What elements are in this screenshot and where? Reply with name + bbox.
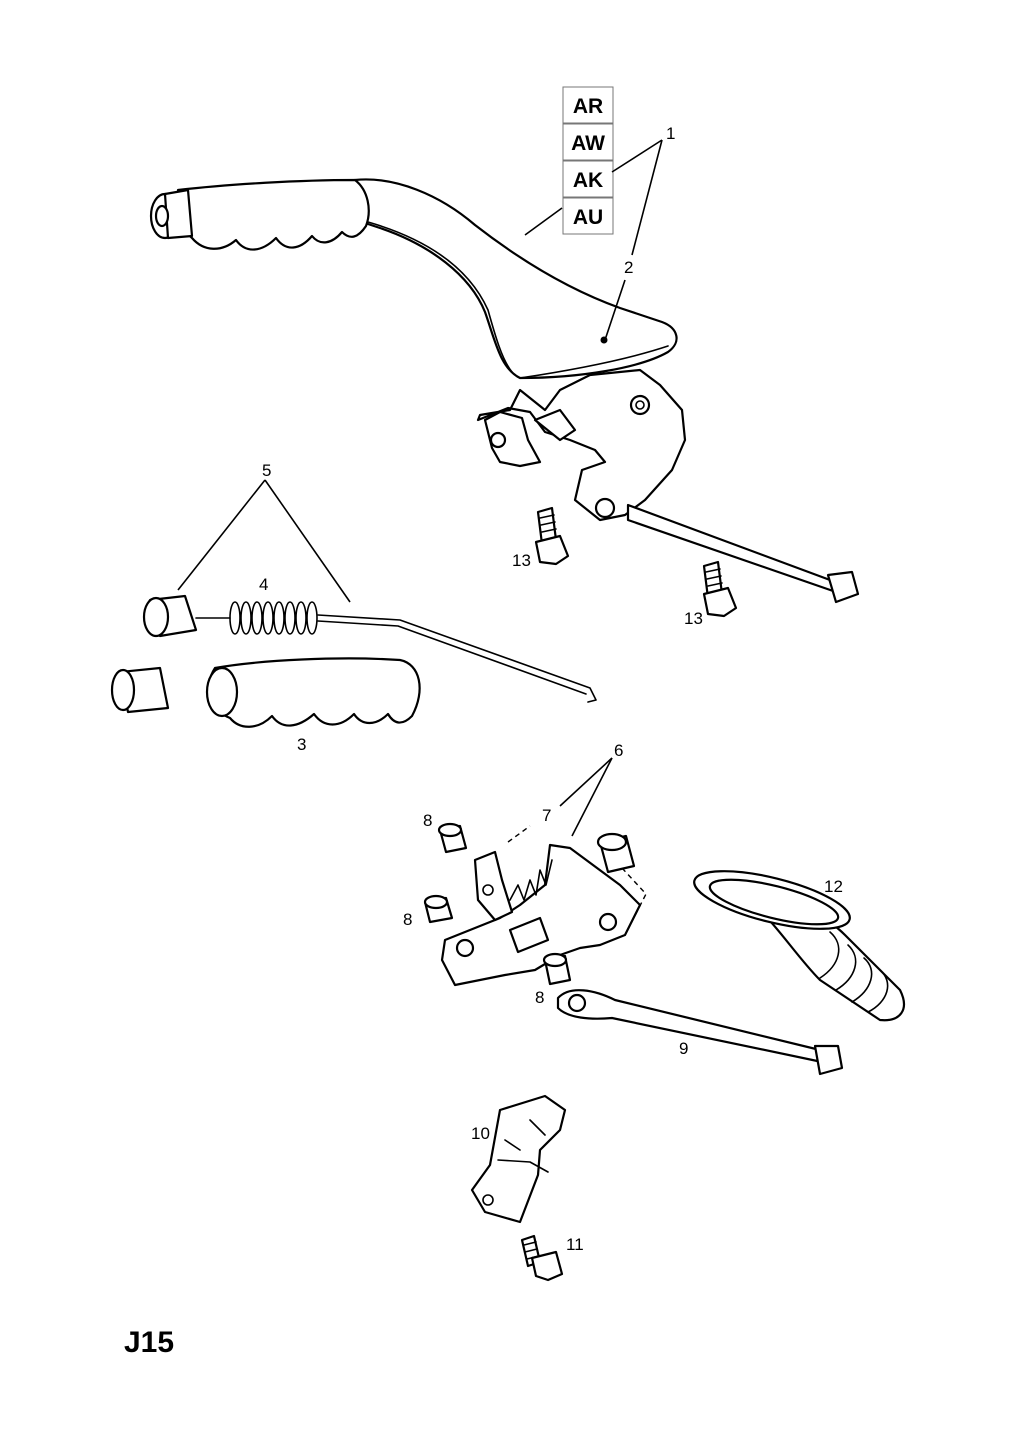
callout-8-mid: 8	[403, 910, 412, 929]
brake-cable-rod-upper-end	[826, 570, 860, 604]
release-rod	[317, 614, 597, 703]
retainer-bracket-hole	[482, 1194, 494, 1206]
bracket-bolt-hole-upper	[629, 394, 651, 416]
callout-10: 10	[471, 1124, 490, 1143]
link-rod-part-9	[556, 989, 844, 1076]
bushing-8-right	[596, 832, 636, 874]
boot-flange-inner	[708, 878, 840, 926]
bracket-hole-b	[598, 912, 618, 932]
callout-12: 12	[824, 877, 843, 896]
release-button-cap-face	[142, 596, 170, 638]
bolt-13-upper-thread	[539, 514, 557, 533]
bushing-8-top	[437, 822, 468, 854]
release-button-sleeve	[163, 188, 194, 240]
variant-box-aw	[562, 123, 614, 161]
bolt-13-lower-head	[702, 586, 738, 618]
variant-code-au: AU	[573, 206, 603, 229]
boot-bellows-folds	[819, 931, 889, 1013]
leader-6-to-7	[559, 757, 613, 807]
handbrake-grip-opening	[205, 666, 239, 718]
bolt-11	[520, 1234, 564, 1282]
callout-13-lower: 13	[684, 609, 703, 628]
pawl-spring	[509, 859, 553, 901]
callout-8-top: 8	[423, 811, 432, 830]
leader-2-dot	[600, 336, 608, 344]
retainer-bracket-detail	[497, 1119, 549, 1173]
leader-lines	[177, 139, 663, 837]
pawl-pivot-hole	[489, 431, 507, 449]
handbrake-grip	[207, 657, 421, 728]
bushing-8-top-flange	[437, 822, 463, 838]
link-rod	[556, 989, 824, 1064]
callout-7: 7	[542, 806, 551, 825]
variant-code-ak: AK	[573, 169, 603, 192]
lever-arm	[353, 178, 678, 380]
link-rod-end	[813, 1044, 844, 1076]
callout-5: 5	[262, 461, 271, 480]
lever-grip	[176, 178, 370, 251]
variant-box-ar	[562, 86, 614, 124]
bushing-guide-dashes	[621, 867, 647, 936]
callout-3: 3	[297, 735, 306, 754]
pawl-lever-hole	[482, 884, 494, 896]
brake-cable-rod-upper	[626, 503, 838, 594]
callout-8-low: 8	[535, 988, 544, 1007]
callout-13-upper: 13	[512, 551, 531, 570]
lever-arm-edge-line	[367, 221, 513, 373]
bolt-11-head	[530, 1250, 564, 1282]
leader-5-to-rod	[264, 479, 351, 603]
bushing-8-low	[542, 952, 572, 986]
release-button-face	[154, 204, 170, 228]
bushing-8-low-flange	[542, 952, 568, 968]
leader-1-to-ak	[611, 139, 663, 173]
bracket-bolt-hole-lower	[594, 497, 616, 519]
ratchet-bracket-assembly	[440, 825, 647, 987]
page-code: J15	[124, 1326, 174, 1359]
release-rod-assembly	[142, 594, 597, 703]
pawl-guide-dashes	[507, 825, 531, 843]
callout-4: 4	[259, 575, 268, 594]
variant-box-ak	[562, 160, 614, 198]
variant-code-aw: AW	[571, 132, 605, 155]
link-rod-eye	[567, 993, 587, 1013]
bracket-hole-a	[455, 938, 475, 958]
leader-au-to-lever	[524, 207, 563, 236]
leader-5-to-button	[177, 479, 266, 591]
leader-2-to-lever	[604, 279, 626, 341]
pawl-lever	[473, 850, 514, 922]
bracket-bolt-hole-upper-inner	[635, 400, 645, 410]
bolt-13-upper-head	[534, 534, 570, 566]
retainer-bracket-part-10	[470, 1094, 567, 1224]
leader-6-to-bracket	[571, 757, 613, 837]
variant-code-ar: AR	[573, 95, 603, 118]
retainer-bracket-body	[470, 1094, 567, 1224]
pawl-plate	[483, 410, 542, 468]
bolt-13-lower	[702, 560, 738, 618]
callout-9: 9	[679, 1039, 688, 1058]
lever-arm-bottom-edge	[519, 345, 669, 379]
release-rod-edge	[317, 620, 587, 695]
callout-labels: 1 2 3 4 5 6 7 8 8 8 9 10 11 12 13 13	[259, 124, 843, 1254]
bushing-8-right-flange	[596, 832, 628, 852]
bolt-13-lower-thread	[705, 568, 723, 587]
leader-1-to-2	[631, 139, 663, 256]
variant-code-list: AR AW AK AU	[562, 86, 614, 235]
bracket-tab	[508, 916, 550, 954]
release-spring	[229, 601, 318, 635]
grip-part-3	[110, 657, 421, 728]
callout-11: 11	[566, 1235, 584, 1254]
callout-2: 2	[624, 258, 633, 277]
callout-6: 6	[614, 741, 623, 760]
bushing-8-mid	[423, 894, 454, 924]
bolt-13-upper	[534, 506, 570, 566]
variant-box-au	[562, 197, 614, 235]
handbrake-lever-assembly	[149, 178, 860, 604]
ratchet-cam	[533, 408, 577, 442]
lever-boot-part-12	[693, 870, 906, 1022]
callout-1: 1	[666, 124, 675, 143]
grip-end-cap-face	[110, 668, 136, 712]
bushing-8-mid-flange	[423, 894, 449, 910]
